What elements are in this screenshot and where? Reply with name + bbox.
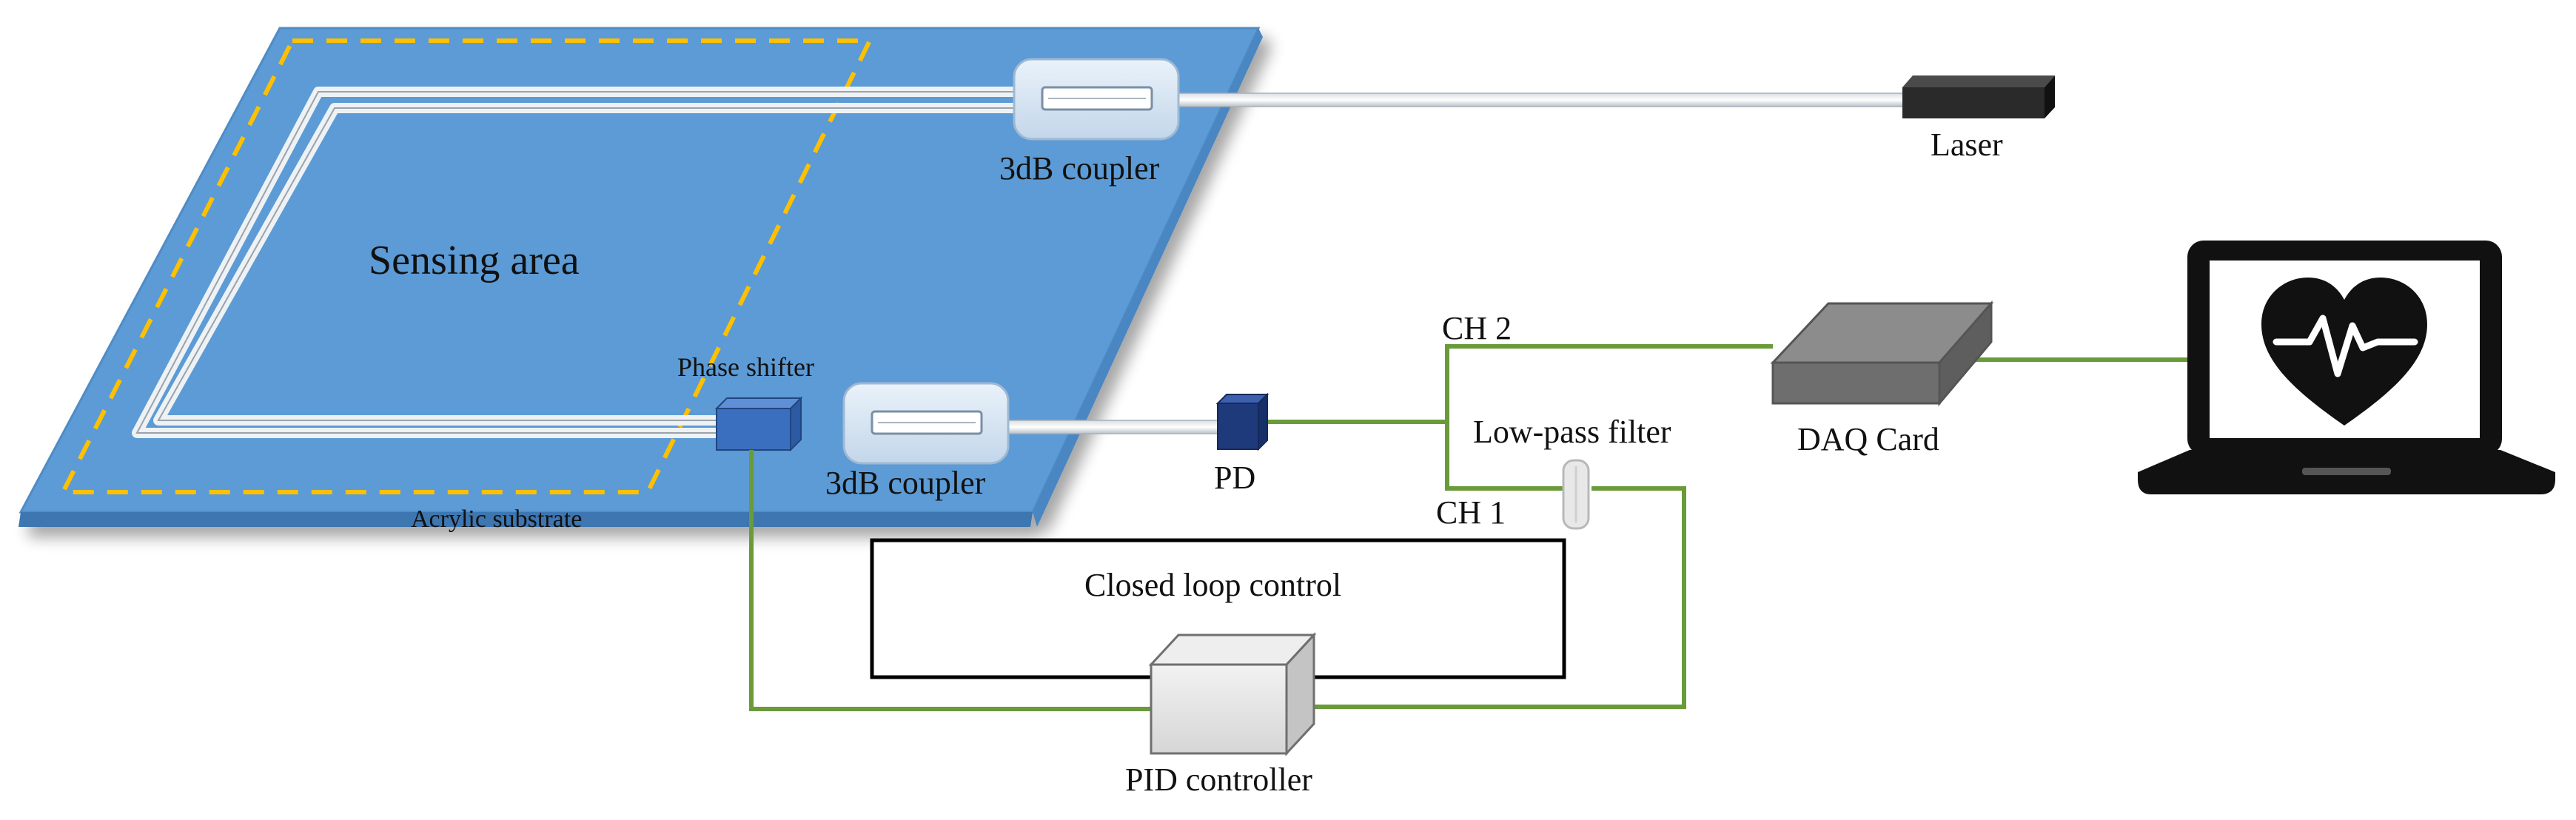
substrate-side <box>1033 28 1263 527</box>
phase-shifter-label: Phase shifter <box>677 352 814 382</box>
coupler-top <box>1013 58 1180 141</box>
photodetector <box>1215 392 1269 451</box>
ch2-label: CH 2 <box>1442 310 1512 346</box>
phase-shifter <box>714 396 803 452</box>
optical-fiber-loop <box>132 87 1022 438</box>
heart-rate-icon <box>2261 278 2427 426</box>
pid-controller <box>1148 632 1317 756</box>
laptop <box>2138 241 2555 494</box>
pd-label: PD <box>1214 460 1255 496</box>
ch1-label: CH 1 <box>1436 494 1506 531</box>
closed-loop-control-label: Closed loop control <box>1084 567 1341 603</box>
sensing-area-outline <box>59 38 873 494</box>
coupler-bottom-label: 3dB coupler <box>825 465 986 501</box>
pid-controller-label: PID controller <box>1125 762 1312 798</box>
laser-label: Laser <box>1931 127 2003 163</box>
wire-pid-to-phase-shifter <box>749 450 1151 711</box>
daq-card <box>1770 300 1994 407</box>
wire-filter-to-pid <box>1310 486 1686 709</box>
coupler-bottom <box>842 382 1010 465</box>
wire-ch2 <box>1445 344 1773 422</box>
wire-ch1 <box>1445 422 1577 491</box>
daq-card-label: DAQ Card <box>1797 421 1939 457</box>
fiber-to-laser <box>1176 93 1918 107</box>
low-pass-filter-label: Low-pass filter <box>1473 414 1671 450</box>
substrate-edge <box>19 512 1033 527</box>
low-pass-filter <box>1562 459 1590 530</box>
fiber-to-pd <box>1002 420 1226 434</box>
acrylic-substrate-label: Acrylic substrate <box>411 505 582 533</box>
sensing-area-label: Sensing area <box>369 238 580 283</box>
signal-wires <box>749 344 2197 711</box>
coupler-top-label: 3dB coupler <box>999 150 1160 186</box>
laser-source <box>1902 75 2055 118</box>
